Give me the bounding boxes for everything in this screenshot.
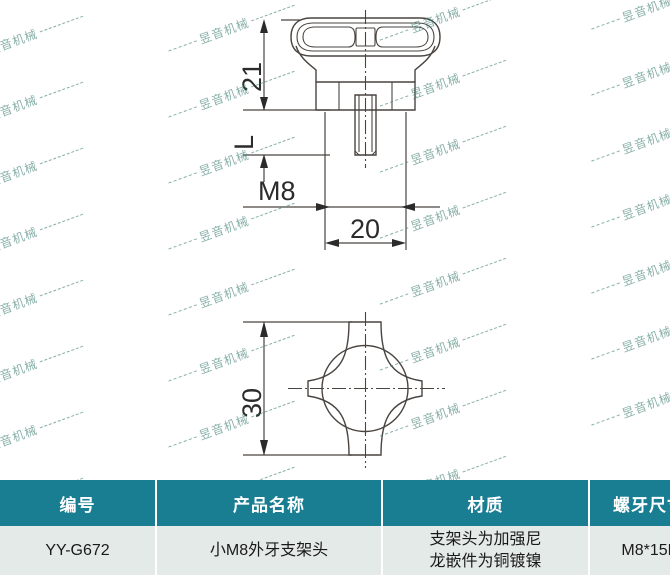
dim-30: 30	[237, 388, 267, 418]
dim-21: 21	[237, 62, 267, 92]
dim-M8: M8	[258, 176, 296, 206]
cell-product-name: 小M8外牙支架头	[156, 526, 383, 575]
header-thread-size: 螺牙尺寸	[589, 480, 670, 526]
cell-thread-size: M8*15L	[589, 526, 670, 575]
top-view-geometry: 30	[237, 312, 445, 468]
cell-code: YY-G672	[0, 526, 157, 575]
table-row: YY-G672 小M8外牙支架头 支架头为加强尼 龙嵌件为铜镀镍 M8*15L	[0, 526, 670, 575]
header-product-name: 产品名称	[156, 480, 383, 526]
header-material: 材质	[382, 480, 590, 526]
specification-table: 编号 产品名称 材质 螺牙尺寸 YY-G672 小M8外牙支架头 支架头为加强尼…	[0, 480, 670, 575]
dim-L: L	[229, 135, 259, 150]
dim-20: 20	[350, 214, 380, 244]
side-view-geometry: 21 L M8 20	[229, 10, 441, 250]
technical-drawing: .ln { fill:none; stroke:#4a4440; stroke-…	[229, 10, 445, 468]
header-code: 编号	[0, 480, 157, 526]
table-header-row: 编号 产品名称 材质 螺牙尺寸	[0, 480, 670, 526]
cell-material: 支架头为加强尼 龙嵌件为铜镀镍	[382, 526, 590, 575]
